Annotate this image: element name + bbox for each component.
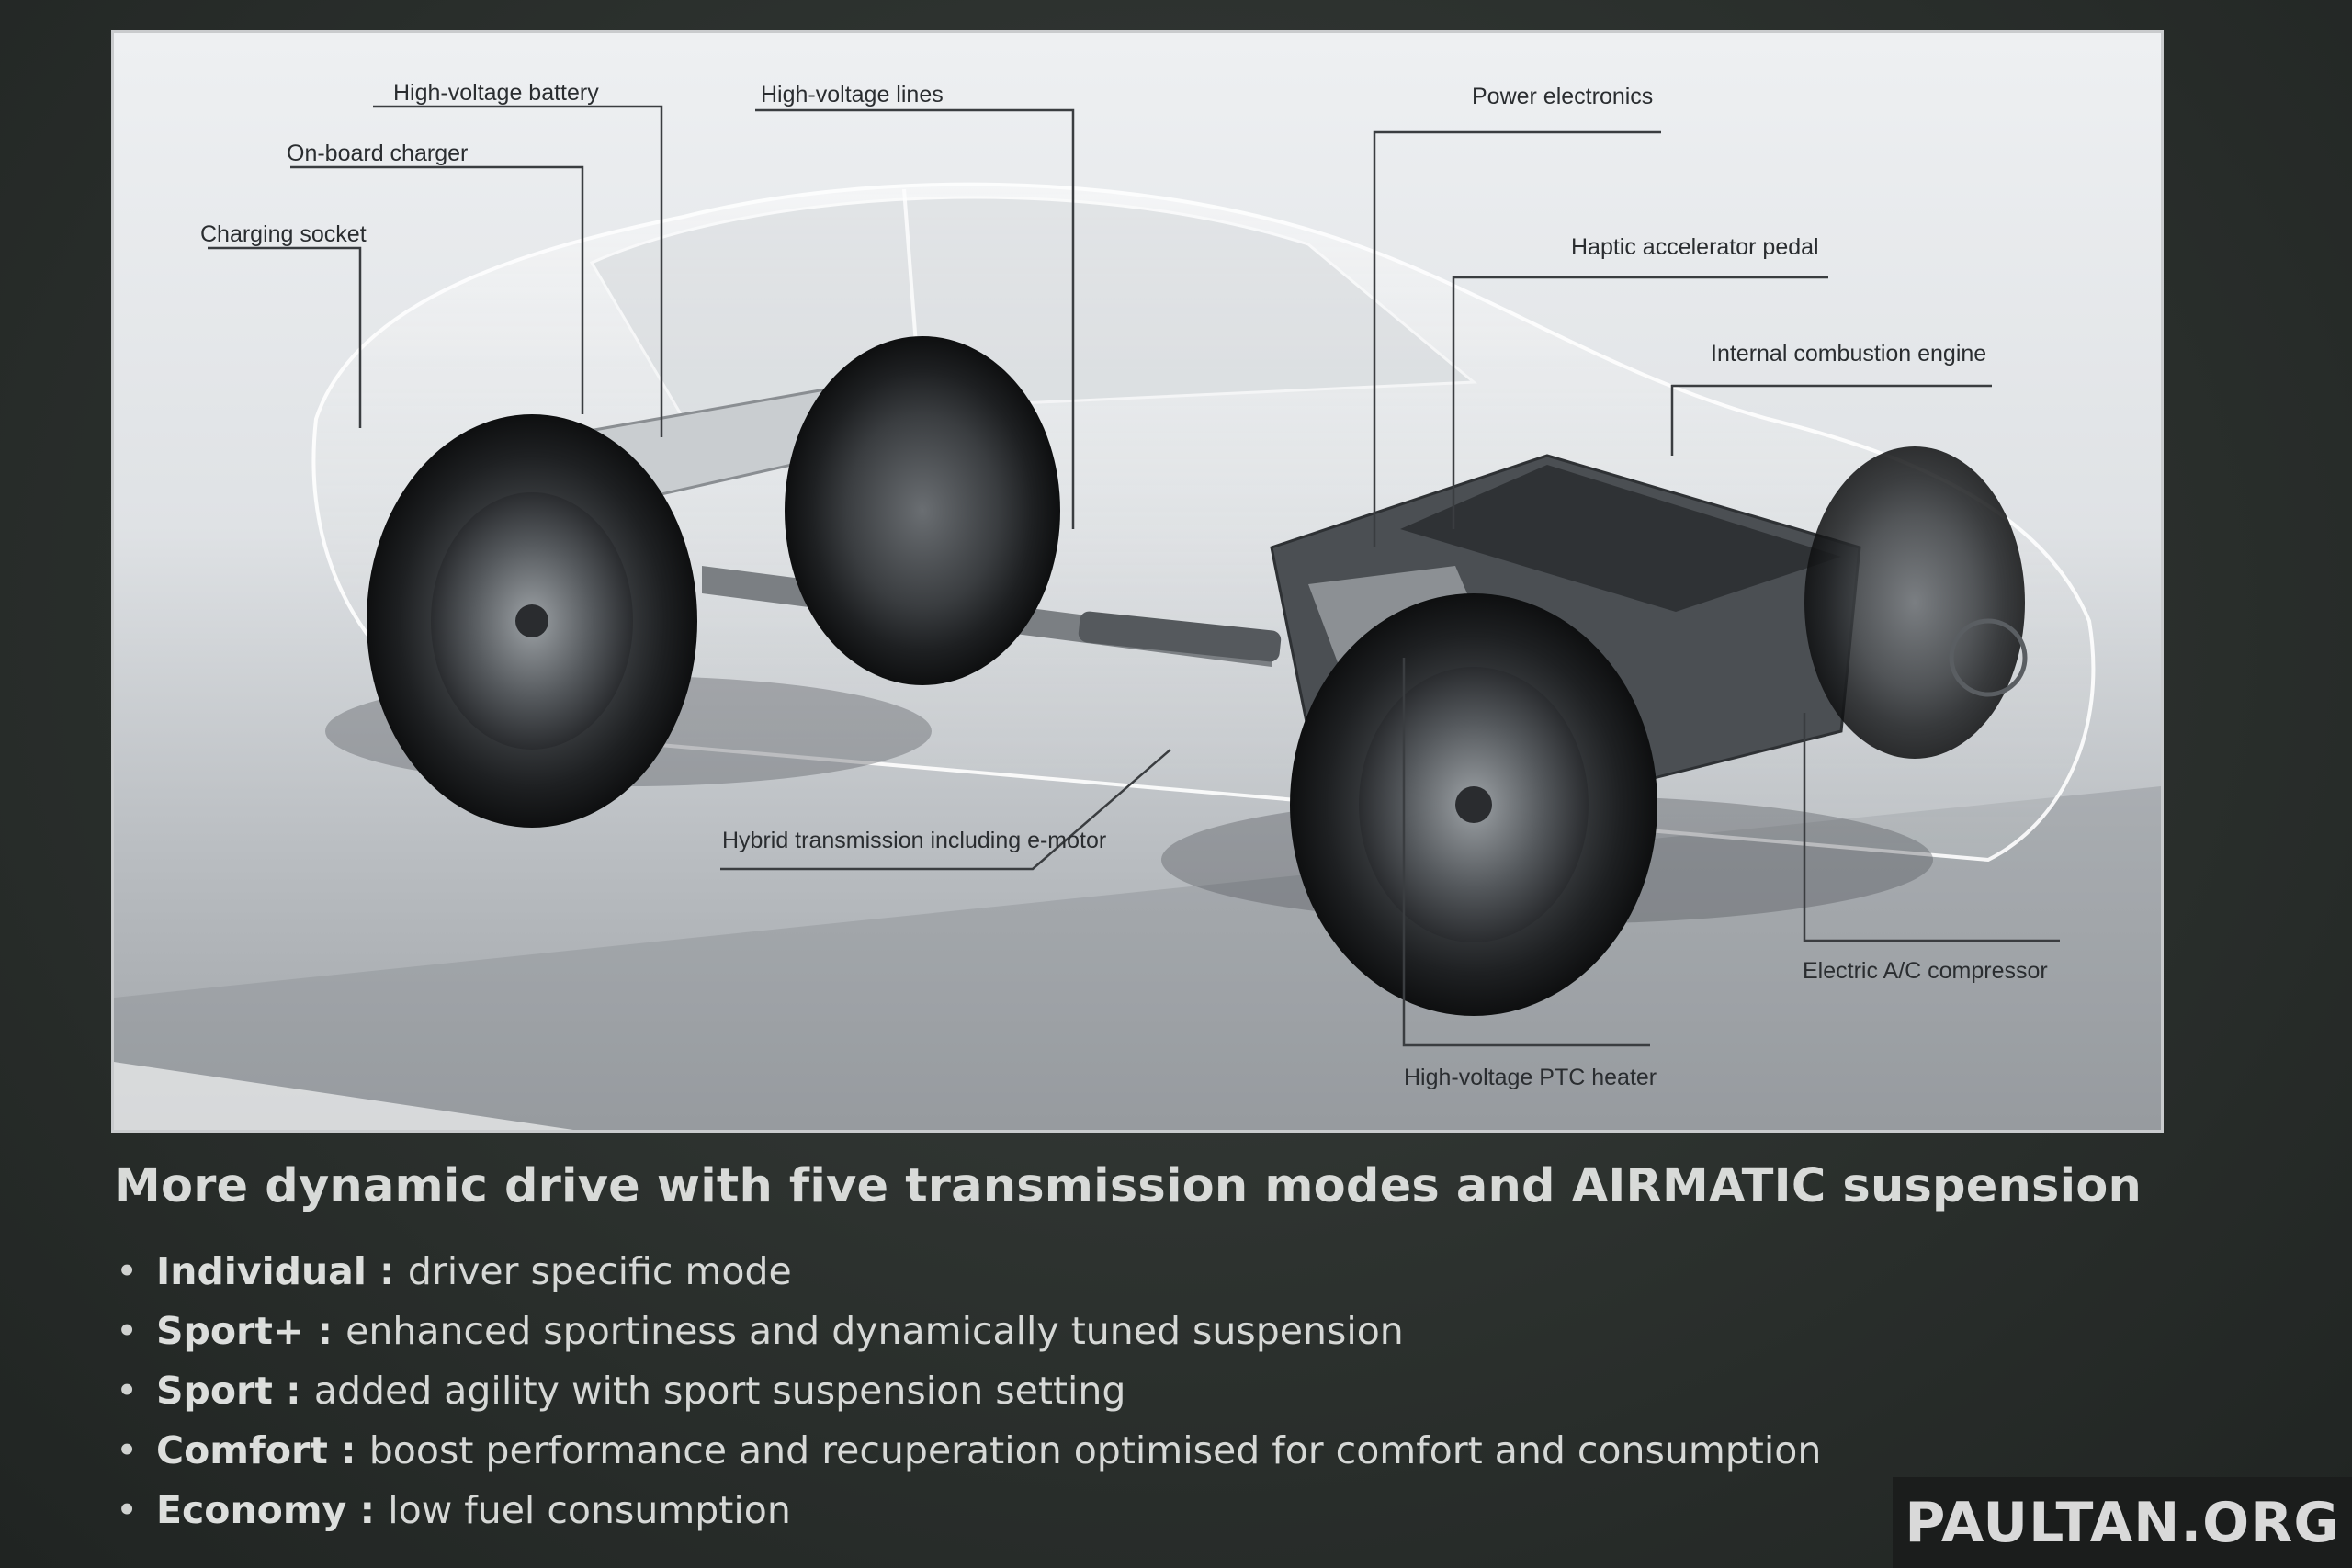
- mode-description: driver specific mode: [407, 1249, 792, 1293]
- mode-description: low fuel consumption: [388, 1488, 791, 1532]
- bullet-icon: •: [116, 1249, 139, 1293]
- mode-name: Economy: [156, 1488, 347, 1532]
- callout-high-voltage-ptc-heater: High-voltage PTC heater: [1404, 1065, 1657, 1090]
- mode-separator: :: [327, 1428, 369, 1472]
- mode-separator: :: [272, 1369, 314, 1413]
- callout-high-voltage-lines: High-voltage lines: [761, 82, 944, 107]
- mode-name: Comfort: [156, 1428, 328, 1472]
- mode-separator: :: [366, 1249, 408, 1293]
- callout-electric-ac-compressor: Electric A/C compressor: [1803, 958, 2048, 984]
- page-title: More dynamic drive with five transmissio…: [114, 1159, 2143, 1213]
- list-item: • Individual : driver specific mode: [116, 1242, 1821, 1302]
- callout-on-board-charger: On-board charger: [287, 141, 469, 166]
- powertrain-diagram: High-voltage battery On-board charger Ch…: [114, 33, 2161, 1130]
- callout-high-voltage-battery: High-voltage battery: [393, 80, 599, 106]
- callout-power-electronics: Power electronics: [1472, 84, 1654, 109]
- callout-haptic-accelerator-pedal: Haptic accelerator pedal: [1571, 234, 1819, 260]
- list-item: • Sport+ : enhanced sportiness and dynami…: [116, 1302, 1821, 1361]
- callout-hybrid-transmission: Hybrid transmission including e-motor: [722, 828, 1107, 853]
- callout-charging-socket: Charging socket: [200, 221, 367, 247]
- list-item: • Comfort : boost performance and recuper…: [116, 1421, 1821, 1481]
- bullet-icon: •: [116, 1369, 139, 1413]
- mode-separator: :: [346, 1488, 389, 1532]
- mode-name: Sport: [156, 1369, 273, 1413]
- list-item: • Sport : added agility with sport suspen…: [116, 1361, 1821, 1421]
- transmission-modes-list: • Individual : driver specific mode • Spor…: [116, 1242, 1821, 1540]
- mode-separator: :: [304, 1309, 346, 1353]
- callout-internal-combustion-engine: Internal combustion engine: [1711, 341, 1987, 367]
- mode-name: Sport+: [156, 1309, 305, 1353]
- bullet-icon: •: [116, 1488, 139, 1532]
- mode-description: boost performance and recuperation optim…: [368, 1428, 1822, 1472]
- bullet-icon: •: [116, 1428, 139, 1472]
- mode-description: enhanced sportiness and dynamically tune…: [345, 1309, 1404, 1353]
- watermark-logo: PAULTAN.ORG: [1893, 1477, 2352, 1568]
- car-cutaway-illustration: [114, 33, 2161, 1130]
- mode-name: Individual: [156, 1249, 367, 1293]
- list-item: • Economy : low fuel consumption: [116, 1481, 1821, 1540]
- mode-description: added agility with sport suspension sett…: [313, 1369, 1126, 1413]
- bullet-icon: •: [116, 1309, 139, 1353]
